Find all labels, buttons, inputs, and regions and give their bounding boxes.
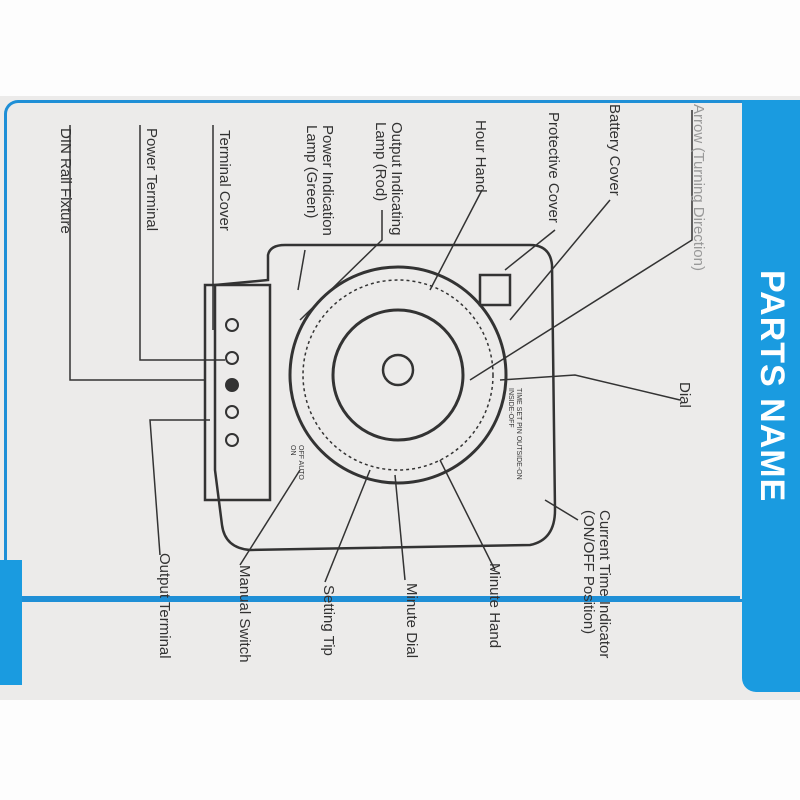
label-current-time-indicator: Current Time Indicator (ON/OFF Position) [580,510,613,659]
terminal-screws [225,318,239,447]
pin-note: TIME SET PIN OUTSIDE-ON INSIDE-OFF [507,388,522,480]
label-battery-cover: Battery Cover [606,104,623,196]
terminal-block [203,283,272,502]
label-output-lamp: Output Indicating Lamp (Rod) [372,122,405,236]
battery-cover-grille [478,273,512,307]
device-body [213,243,557,552]
title-band [742,100,800,692]
dial-center [381,353,415,387]
label-arrow: Arrow (Turning Direction) [690,104,707,271]
label-dial: Dial [676,382,693,408]
page-border [4,100,742,602]
setting-tips-ring [302,279,494,471]
label-output-terminal: Output Terminal [156,553,173,659]
label-power-lamp: Power Indication Lamp (Green) [303,125,336,236]
section-title: PARTS NAME [753,270,791,503]
label-manual-switch: Manual Switch [236,565,253,663]
leader-lines [69,110,693,583]
page-border-bottom [0,596,740,599]
label-hour-hand: Hour Hand [472,120,489,193]
minute-dial [331,308,465,442]
label-minute-dial: Minute Dial [403,583,420,659]
label-protective-cover: Protective Cover [545,112,562,223]
outer-dial [288,265,508,485]
switch-positions: OFF AUTO ON [289,445,304,480]
label-setting-tip: Setting Tip [320,585,337,656]
left-band [0,560,22,685]
label-terminal-cover: Terminal Cover [216,130,233,231]
label-minute-hand: Minute Hand [486,563,503,649]
label-din-rail: DIN Rail Fixture [57,128,74,234]
label-power-terminal: Power Terminal [143,128,160,232]
